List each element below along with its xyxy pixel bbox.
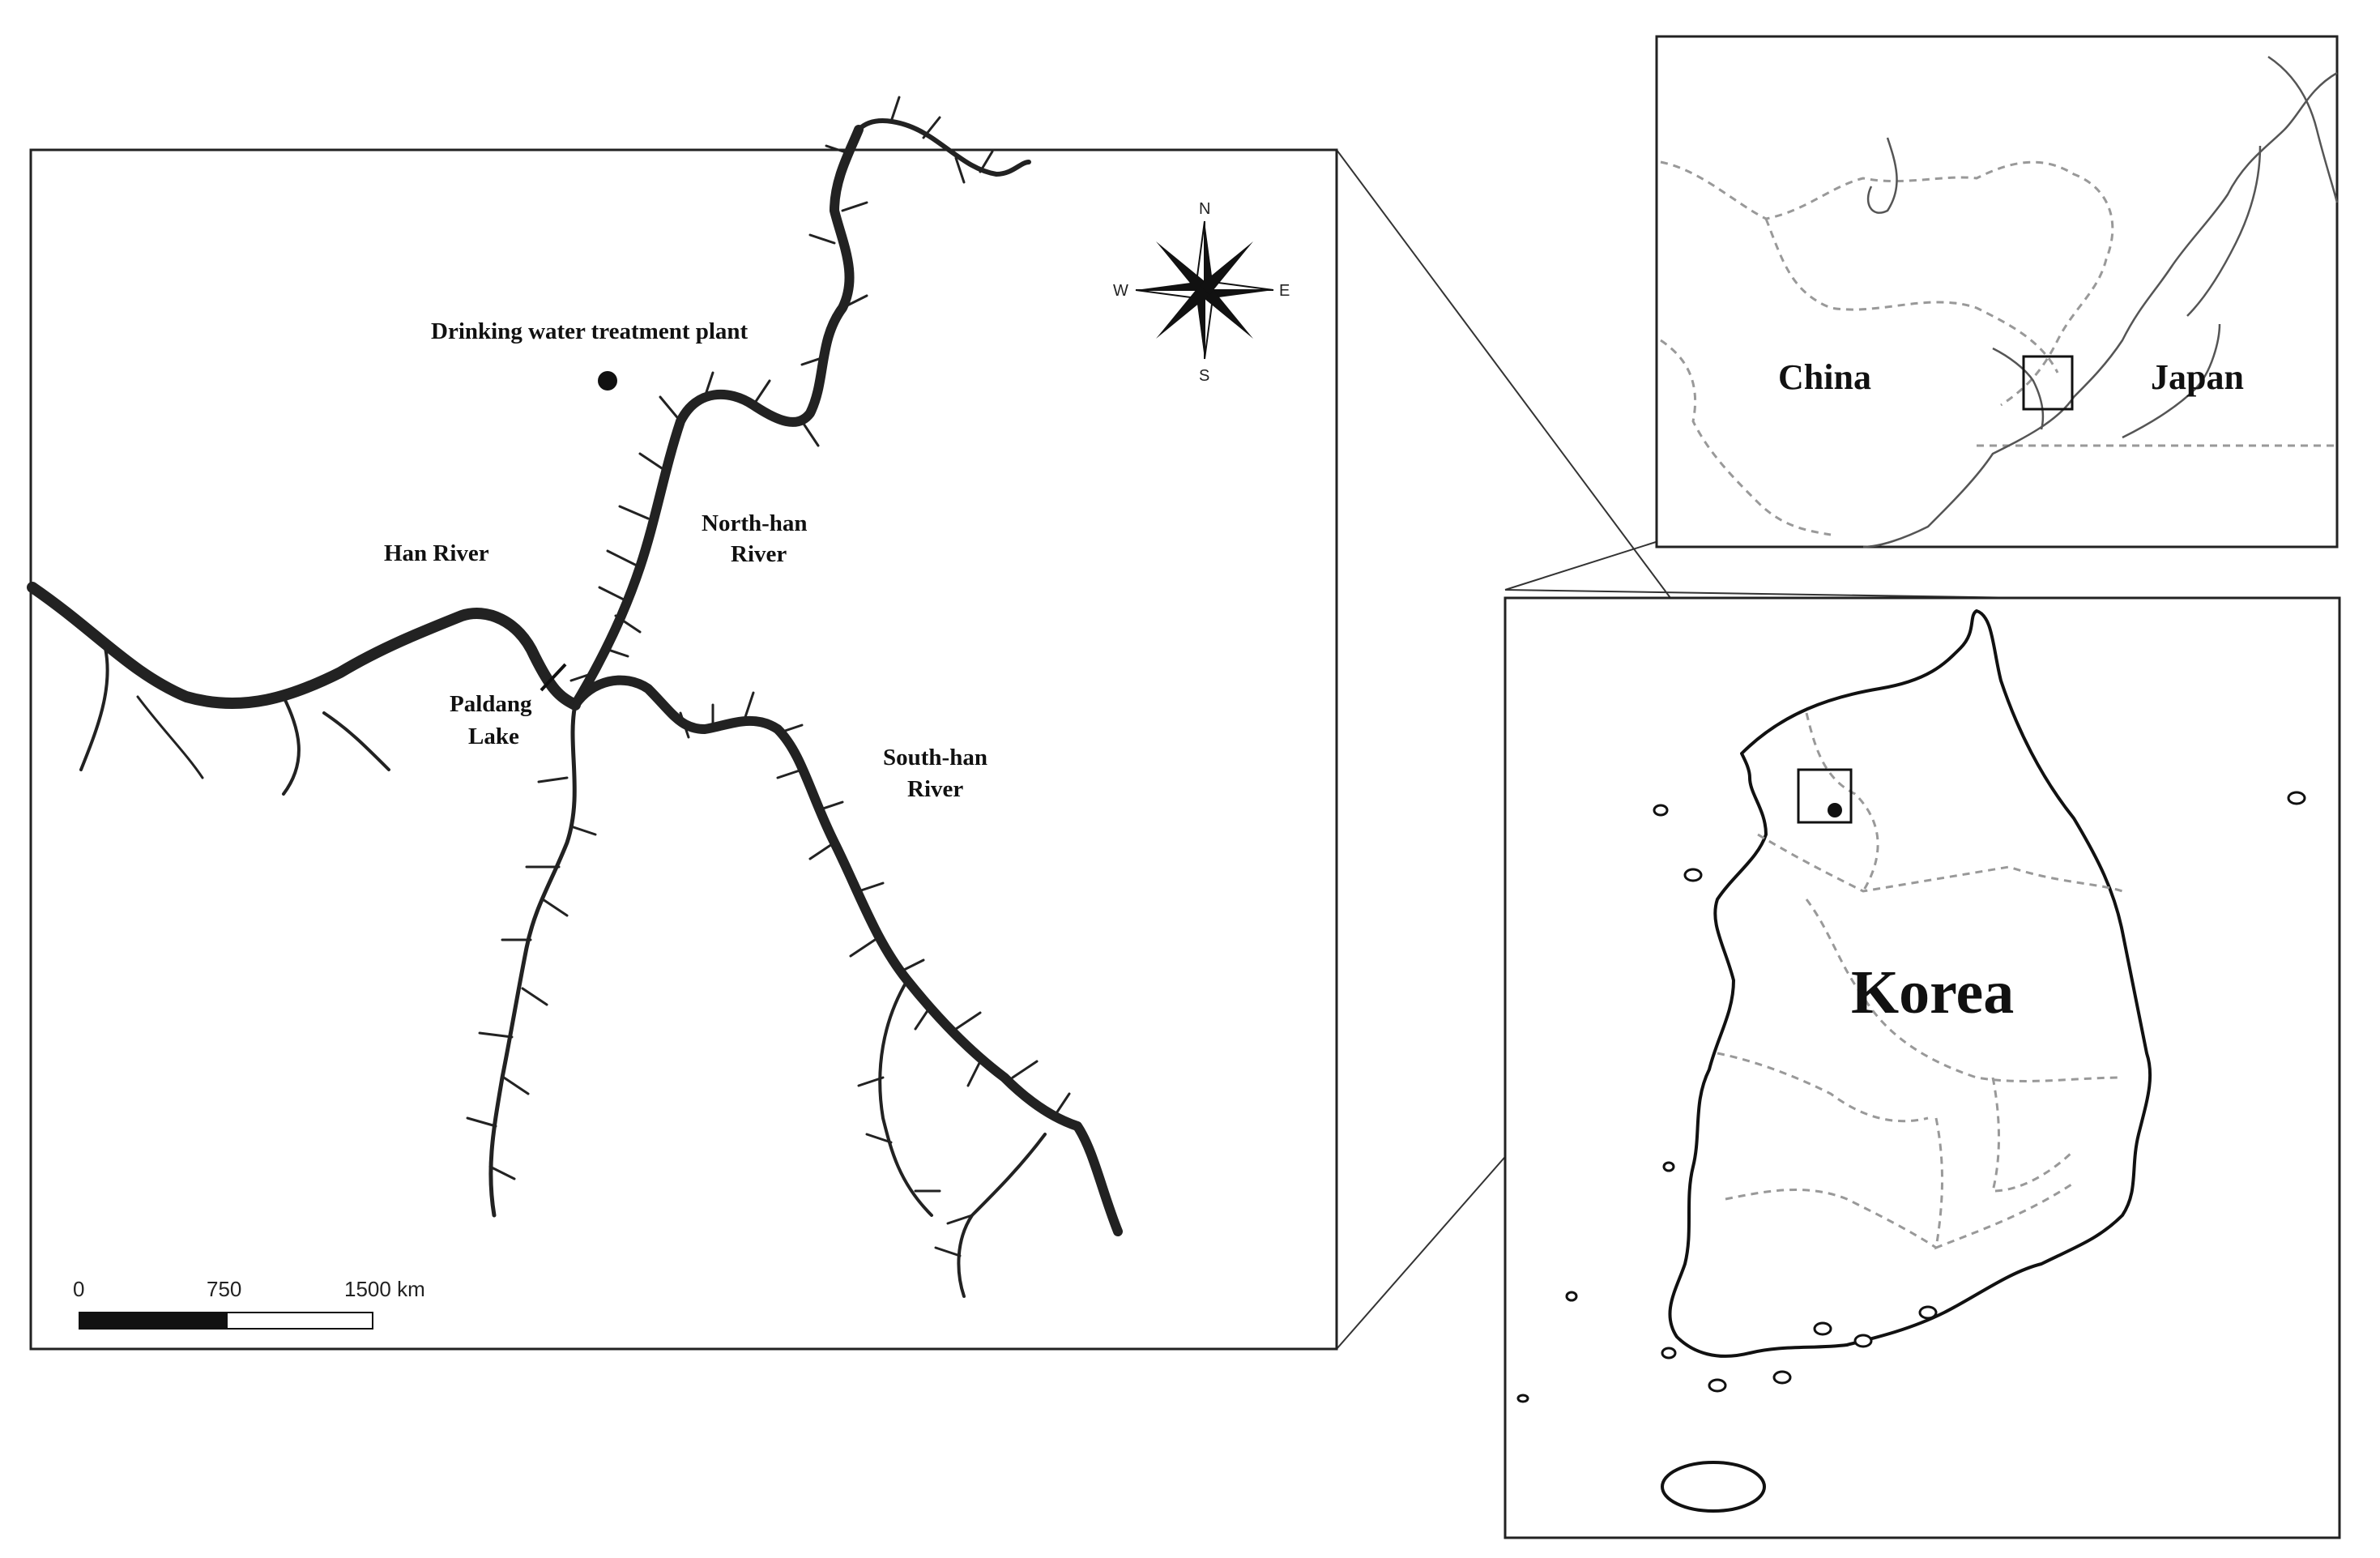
label-north-han-line2: River: [731, 541, 787, 567]
scale-tick-750: 750: [207, 1277, 241, 1301]
islands: [1516, 791, 2306, 1403]
label-korea: Korea: [1851, 958, 2014, 1027]
label-japan: Japan: [2151, 357, 2244, 397]
label-china: China: [1778, 357, 1871, 397]
scale-tick-0: 0: [73, 1277, 84, 1301]
river-network: [27, 96, 1123, 1298]
paldang-pointer: [540, 663, 567, 692]
compass-s: S: [1199, 367, 1209, 385]
compass-n: N: [1199, 200, 1210, 218]
korea-map: Korea: [1503, 596, 2341, 1539]
detail-map: Drinking water treatment plant Han River…: [27, 96, 1338, 1351]
scale-tick-1500: 1500 km: [344, 1277, 425, 1301]
compass-e: E: [1279, 282, 1290, 300]
korea-study-area-box: [1797, 768, 1853, 824]
label-han-river: Han River: [384, 540, 489, 566]
label-north-han-line1: North-han: [702, 510, 808, 536]
label-south-han-line1: South-han: [883, 745, 987, 770]
label-south-han-line2: River: [907, 776, 963, 802]
region-korea-box: [2022, 355, 2074, 411]
compass-rose: N S E W: [1113, 200, 1290, 385]
korea-plant-marker: [1828, 803, 1842, 817]
scale-bar: 0 750 1500 km: [73, 1277, 425, 1330]
label-treatment-plant: Drinking water treatment plant: [431, 318, 749, 344]
jeju-island: [1661, 1461, 1766, 1513]
label-paldang-line2: Lake: [468, 724, 519, 749]
compass-w: W: [1113, 282, 1128, 300]
region-map: China Japan: [1655, 35, 2339, 549]
label-paldang-line1: Paldang: [450, 691, 532, 717]
plant-marker: [598, 371, 617, 391]
